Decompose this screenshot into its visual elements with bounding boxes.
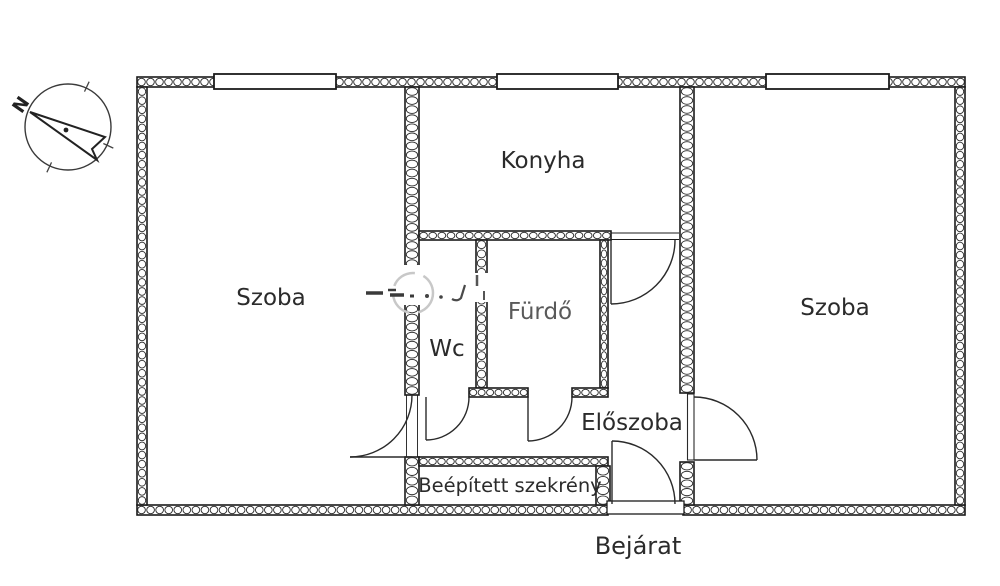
- compass-tick: [46, 162, 53, 173]
- window: [496, 73, 619, 90]
- room-label-wc: Wc: [429, 336, 464, 362]
- wall-segment: [599, 239, 609, 389]
- compass-needle-icon: [29, 111, 107, 163]
- room-label-konyha: Konyha: [501, 148, 586, 174]
- wall-segment: [475, 239, 488, 389]
- wall-segment: [404, 86, 420, 396]
- door-wc: [425, 396, 470, 441]
- wall-segment: [468, 387, 529, 398]
- door-openings: [406, 232, 679, 457]
- room-label-furdo: Fürdő: [508, 299, 572, 325]
- wall-segment: [679, 86, 695, 394]
- room-label-szoba-left: Szoba: [236, 285, 305, 311]
- room-label-eloszoba: Előszoba: [581, 410, 683, 436]
- door-entrance-arc: [611, 440, 676, 505]
- door-entrance: [611, 440, 676, 505]
- wall-segment: [679, 461, 695, 506]
- door-szoba-left: [349, 394, 413, 458]
- door-szoba-right: [693, 396, 758, 461]
- compass-center-dot: [63, 127, 69, 133]
- door-szoba-left-arc: [349, 394, 413, 458]
- window: [765, 73, 890, 90]
- door-furdo: [527, 396, 573, 442]
- wall-segment: [136, 504, 609, 516]
- compass-north-label: N: [8, 93, 34, 117]
- door-furdo-arc: [527, 396, 573, 442]
- room-label-szoba-right: Szoba: [800, 295, 869, 321]
- door-szoba-right-arc: [693, 396, 758, 461]
- wall-segment: [595, 465, 611, 506]
- walls: [136, 76, 966, 516]
- entrance-threshold: [606, 500, 685, 515]
- wall-segment: [954, 86, 966, 506]
- wall-segment: [418, 230, 612, 241]
- windows: [213, 73, 890, 90]
- compass: [24, 81, 114, 173]
- entrance-label: Bejárat: [595, 532, 682, 560]
- door-szoba-right-closed-leaf: [686, 393, 695, 461]
- wall-segment: [682, 504, 966, 516]
- window: [213, 73, 337, 90]
- door-wc-arc: [425, 396, 470, 441]
- compass-tick: [83, 81, 90, 92]
- wall-segment: [418, 456, 609, 467]
- door-konyha-arc: [610, 239, 676, 305]
- door-konyha: [610, 239, 676, 305]
- wall-segment: [404, 456, 420, 506]
- compass-tick: [103, 142, 114, 149]
- plan-graphics: [24, 73, 966, 516]
- doors: [349, 239, 758, 505]
- wall-segment: [571, 387, 609, 398]
- room-label-beepitett-szekreny: Beépített szekrény: [418, 474, 601, 497]
- wall-segment: [136, 86, 148, 506]
- watermark-remnant: [366, 265, 490, 315]
- compass-circle: [24, 83, 112, 171]
